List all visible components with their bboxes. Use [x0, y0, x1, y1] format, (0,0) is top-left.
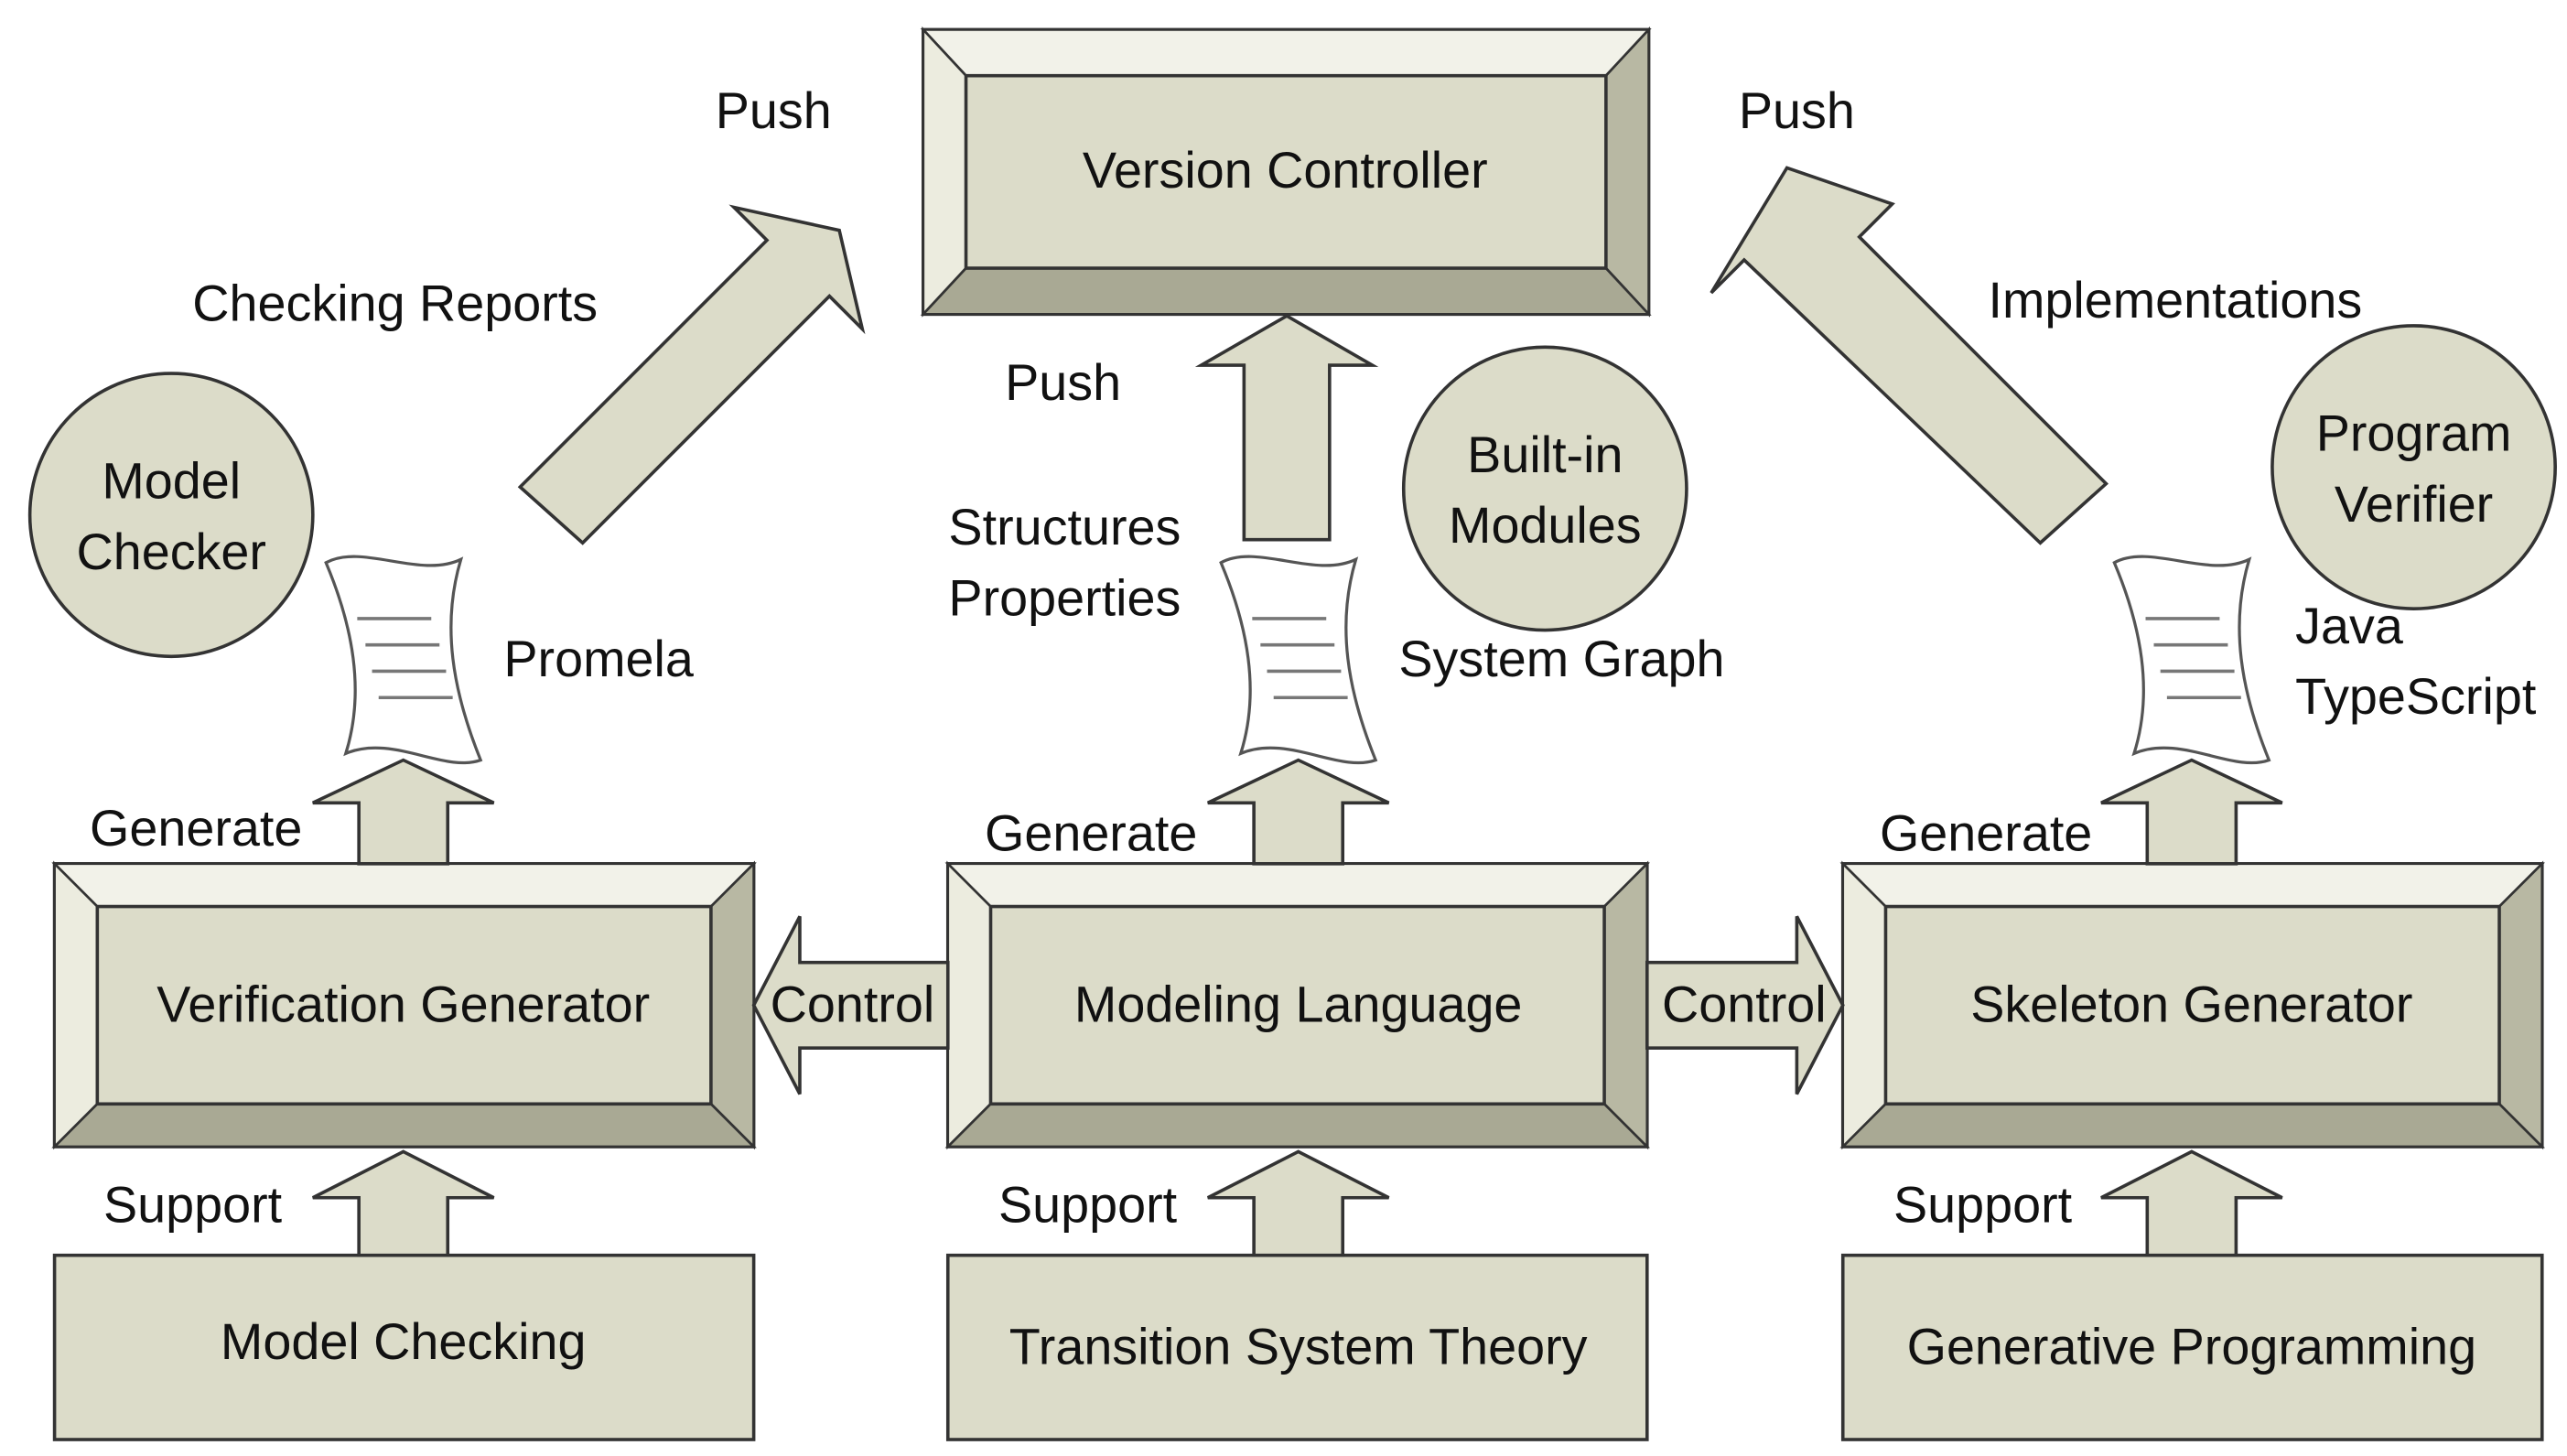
java-label: Java — [2295, 598, 2403, 654]
generative-programming-box: Generative Programming — [1840, 1253, 2544, 1441]
version-controller-label: Version Controller — [1083, 142, 1488, 199]
verification-generator-label: Verification Generator — [156, 976, 650, 1032]
control-label-left: Control — [771, 976, 935, 1032]
control-arrow-left — [751, 915, 950, 1095]
version-controller-box: Version Controller — [920, 26, 1652, 318]
program-verifier-line2: Verifier — [2335, 476, 2493, 533]
modeling-language-label: Modeling Language — [1074, 976, 1523, 1032]
system-graph-label: System Graph — [1398, 631, 1724, 687]
support-arrow-left — [312, 1149, 495, 1257]
model-checking-label: Model Checking — [221, 1313, 587, 1370]
push-label-right: Push — [1739, 82, 1855, 139]
model-checker-circle: Model Checker — [27, 372, 315, 659]
program-verifier-circle: Program Verifier — [2270, 324, 2557, 610]
properties-label: Properties — [948, 569, 1181, 626]
push-label-left: Push — [716, 82, 832, 139]
support-label-right: Support — [1893, 1177, 2073, 1234]
model-checking-box: Model Checking — [52, 1253, 756, 1441]
control-label-right: Control — [1662, 976, 1827, 1032]
system-graph-document-icon — [1219, 555, 1378, 765]
support-arrow-center — [1206, 1149, 1390, 1257]
support-label-center: Support — [998, 1177, 1178, 1234]
model-checker-line1: Model — [102, 453, 241, 510]
generate-label-right: Generate — [1880, 804, 2092, 861]
generate-label-left: Generate — [90, 800, 302, 857]
transition-system-theory-box: Transition System Theory — [945, 1253, 1649, 1441]
generate-arrow-right — [2100, 758, 2283, 866]
control-arrow-right — [1645, 915, 1845, 1095]
verification-generator-box: Verification Generator — [51, 860, 757, 1150]
built-in-modules-line2: Modules — [1449, 497, 1642, 554]
generate-arrow-center — [1207, 758, 1390, 866]
support-label-left: Support — [103, 1177, 283, 1234]
model-checker-line2: Checker — [76, 523, 265, 580]
push-arrow-right — [1710, 166, 2109, 545]
generative-programming-label: Generative Programming — [1907, 1318, 2476, 1375]
push-arrow-center — [1194, 314, 1379, 542]
support-arrow-right — [2100, 1149, 2283, 1257]
structures-label: Structures — [948, 499, 1181, 555]
promela-document-icon — [324, 555, 483, 765]
program-verifier-line1: Program — [2316, 405, 2512, 462]
push-arrow-left — [517, 204, 866, 545]
generate-label-center: Generate — [985, 804, 1197, 861]
transition-system-theory-label: Transition System Theory — [1009, 1318, 1588, 1375]
typescript-label: TypeScript — [2295, 668, 2537, 725]
promela-label: Promela — [503, 631, 693, 687]
checking-reports-label: Checking Reports — [192, 275, 598, 332]
code-document-icon — [2112, 555, 2271, 765]
generate-arrow-left — [312, 758, 495, 866]
push-label-center: Push — [1005, 354, 1121, 411]
implementations-label: Implementations — [1988, 272, 2362, 329]
modeling-language-box: Modeling Language — [944, 860, 1651, 1150]
skeleton-generator-label: Skeleton Generator — [1970, 976, 2412, 1032]
built-in-modules-line1: Built-in — [1467, 426, 1623, 483]
skeleton-generator-box: Skeleton Generator — [1839, 860, 2546, 1150]
built-in-modules-circle: Built-in Modules — [1401, 345, 1688, 632]
